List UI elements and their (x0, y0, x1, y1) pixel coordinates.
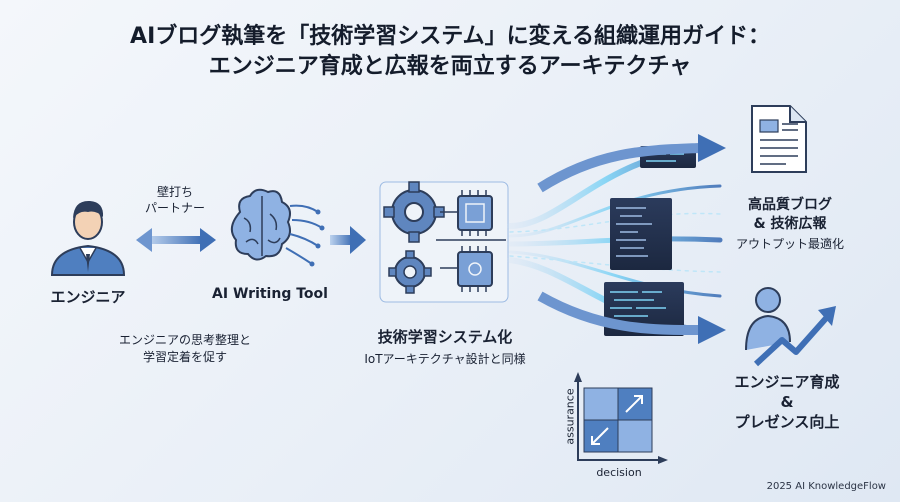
footer-credit: 2025 AI KnowledgeFlow (766, 481, 886, 492)
partner-line-1: 壁打ち (156, 185, 193, 199)
output-blog-line-2: & 技術広報 (753, 216, 827, 232)
output-arrow-top-icon (537, 134, 726, 193)
engineer-label: エンジニア (50, 288, 126, 306)
document-icon (751, 105, 807, 173)
output-blog-label: 高品質ブログ & 技術広報 アウトプット最適化 (722, 196, 858, 254)
matrix-ylabel: assurance (563, 388, 577, 445)
growth-person-icon (745, 287, 836, 367)
double-arrow-icon (136, 228, 216, 252)
gear-chip-system-icon (379, 181, 509, 303)
partner-label: 壁打ち パートナー (140, 184, 210, 216)
system-sub-label: IoTアーキテクチャ設計と同様 (364, 352, 526, 366)
decision-matrix (574, 372, 668, 464)
engineer-icon (50, 200, 126, 276)
partner-line-2: パートナー (144, 201, 205, 215)
output-blog-sub: アウトプット最適化 (735, 237, 844, 251)
output-growth-line-2: & (780, 393, 794, 411)
output-growth-line-1: エンジニア育成 (734, 373, 840, 391)
system-label: 技術学習システム化 (377, 328, 513, 346)
engineer-note-line-1: エンジニアの思考整理と (118, 333, 251, 347)
output-growth-line-3: プレゼンス向上 (734, 413, 840, 431)
engineer-note-line-2: 学習定着を促す (142, 350, 227, 364)
ai-tool-label: AI Writing Tool (212, 286, 328, 302)
output-arrow-bottom-icon (537, 291, 726, 344)
brain-icon (230, 188, 325, 267)
output-growth-label: エンジニア育成 & プレゼンス向上 (712, 372, 862, 432)
title-line-2: エンジニア育成と広報を両立するアーキテクチャ (208, 54, 692, 79)
page-title: AIブログ執筆を「技術学習システム」に変える組織運用ガイド： エンジニア育成と広… (0, 22, 900, 82)
matrix-xlabel: decision (596, 466, 642, 479)
output-blog-line-1: 高品質ブログ (748, 197, 832, 213)
flow-arrow-icon (330, 226, 366, 254)
code-panel-middle (610, 198, 672, 270)
title-line-1: AIブログ執筆を「技術学習システム」に変える組織運用ガイド： (130, 24, 770, 49)
engineer-note: エンジニアの思考整理と 学習定着を促す (100, 332, 270, 366)
